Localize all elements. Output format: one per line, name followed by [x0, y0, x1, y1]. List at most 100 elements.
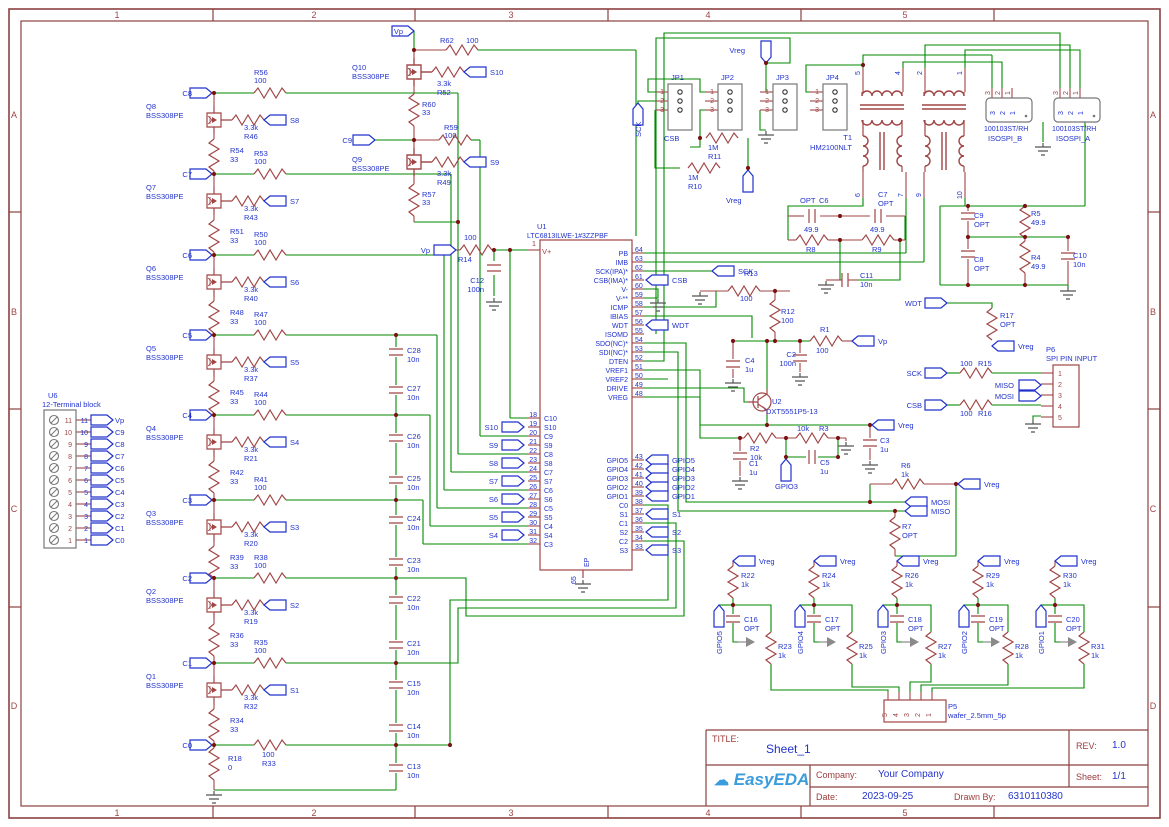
schematic-text[interactable]: BSS308PE	[146, 433, 184, 442]
rh-symbol[interactable]	[705, 132, 739, 144]
schematic-text[interactable]: 10	[64, 430, 72, 437]
net-flag[interactable]	[90, 426, 114, 438]
schematic-text[interactable]: 5	[902, 10, 907, 20]
schematic-text[interactable]: 2	[311, 808, 316, 818]
net-flag[interactable]	[794, 604, 806, 628]
schematic-text[interactable]: 41	[635, 472, 643, 479]
rh-symbol[interactable]	[809, 335, 843, 347]
resistor-R22[interactable]	[727, 565, 739, 599]
schematic-text[interactable]: R12	[781, 307, 795, 316]
schematic-text[interactable]: R48	[230, 308, 244, 317]
schematic-text[interactable]: 18	[529, 412, 537, 419]
schematic-text[interactable]: 3.3k	[244, 608, 258, 617]
schematic-text[interactable]: 10n	[407, 648, 420, 657]
wire-segment[interactable]	[759, 110, 766, 131]
net-flag[interactable]	[189, 739, 213, 751]
net-flag[interactable]	[1018, 379, 1042, 391]
ground-symbol[interactable]	[485, 297, 503, 311]
schematic-text[interactable]: R32	[244, 702, 258, 711]
schematic-text[interactable]: S7	[544, 479, 553, 486]
schematic-text[interactable]: 1	[660, 89, 664, 96]
schematic-text[interactable]: 100	[816, 346, 829, 355]
easyeda-logo[interactable]: ☁ EasyEDA	[714, 770, 809, 790]
schematic-text[interactable]: C10	[1073, 251, 1087, 260]
schematic-text[interactable]: C3	[544, 542, 553, 549]
net-flag[interactable]	[851, 335, 875, 347]
schematic-text[interactable]: 60	[635, 283, 643, 290]
schematic-text[interactable]: C3	[880, 436, 890, 445]
schematic-text[interactable]: 3	[508, 808, 513, 818]
schematic-text[interactable]: S1	[290, 686, 299, 695]
schematic-text[interactable]: 65	[571, 576, 578, 584]
schematic-text[interactable]: C23	[407, 556, 421, 565]
ground-symbol[interactable]	[1034, 142, 1052, 156]
schematic-text[interactable]: 4	[1058, 404, 1062, 411]
schematic-text[interactable]: R10	[688, 182, 702, 191]
schematic-text[interactable]: Vreg	[840, 557, 856, 566]
rh-symbol[interactable]	[431, 66, 465, 78]
schematic-text[interactable]: 20	[529, 430, 537, 437]
schematic-text[interactable]: R4	[1031, 253, 1041, 262]
schematic-text[interactable]: 1M	[688, 173, 698, 182]
schematic-text[interactable]: 100	[254, 646, 267, 655]
schematic-text[interactable]: C12	[470, 276, 484, 285]
schematic-text[interactable]: C7	[182, 170, 192, 179]
schematic-text[interactable]: 7	[898, 193, 905, 197]
schematic-text[interactable]: R8	[806, 245, 816, 254]
rh-symbol[interactable]	[445, 44, 479, 56]
schematic-text[interactable]: C8	[182, 89, 192, 98]
schematic-text[interactable]: 5	[1058, 415, 1062, 422]
schematic-text[interactable]: C21	[407, 639, 421, 648]
schematic-text[interactable]: BSS308PE	[146, 273, 184, 282]
ground-symbol[interactable]	[757, 130, 775, 144]
resistor-R51[interactable]	[208, 219, 220, 253]
capacitor-C19[interactable]	[970, 615, 986, 623]
schematic-text[interactable]: JP1	[671, 73, 684, 82]
schematic-text[interactable]: 100	[254, 318, 267, 327]
schematic-text[interactable]: C6	[544, 488, 553, 495]
rh-symbol[interactable]	[959, 367, 993, 379]
wire-segment[interactable]	[909, 664, 932, 692]
net-flag[interactable]	[189, 494, 213, 506]
resistor-R47[interactable]	[253, 329, 287, 341]
net-flag[interactable]	[645, 319, 669, 331]
schematic-text[interactable]: R25	[859, 642, 873, 651]
schematic-text[interactable]: Q7	[146, 183, 156, 192]
mosfet-Q7[interactable]	[206, 186, 233, 216]
schematic-text[interactable]: 37	[635, 508, 643, 515]
schematic-text[interactable]: 19	[529, 421, 537, 428]
transformer-coil[interactable]	[896, 135, 903, 167]
schematic-text[interactable]: C1	[182, 659, 192, 668]
wire-segment[interactable]	[396, 540, 685, 617]
mosfet-Q6[interactable]	[206, 267, 233, 297]
schematic-text[interactable]: 10n	[407, 771, 420, 780]
schematic-text[interactable]: P5	[948, 702, 957, 711]
capacitor-C21[interactable]	[388, 641, 404, 649]
schematic-text[interactable]: 1u	[820, 467, 828, 476]
schematic-text[interactable]: R56	[254, 68, 268, 77]
schematic-text[interactable]: C27	[407, 384, 421, 393]
schematic-text[interactable]: S8	[544, 461, 553, 468]
schematic-text[interactable]: GPIO3	[672, 474, 695, 483]
schematic-text[interactable]: 1u	[880, 445, 888, 454]
rv-symbol[interactable]	[1019, 205, 1031, 239]
resistor-R38[interactable]	[253, 572, 287, 584]
wire-segment[interactable]	[733, 604, 772, 632]
schematic-text[interactable]: 100	[781, 316, 794, 325]
net-flag[interactable]	[645, 508, 669, 520]
mosfet-Q5[interactable]	[206, 347, 233, 377]
wire-segment[interactable]	[770, 664, 889, 692]
schematic-text[interactable]: GPIO5	[672, 456, 695, 465]
schematic-text[interactable]: A	[11, 110, 17, 120]
schematic-text[interactable]: 1k	[1063, 580, 1071, 589]
wire-segment[interactable]	[964, 49, 1081, 88]
schematic-text[interactable]: 54	[635, 337, 643, 344]
rh-symbol[interactable]	[459, 244, 493, 256]
schematic-text[interactable]: IMB	[616, 260, 629, 267]
schematic-text[interactable]: 100	[466, 36, 479, 45]
schematic-text[interactable]: OPT	[974, 220, 990, 229]
resistor-R53[interactable]	[253, 168, 287, 180]
net-flag[interactable]	[645, 526, 669, 538]
schematic-text[interactable]: R3	[819, 424, 829, 433]
wire-segment[interactable]	[1032, 415, 1041, 420]
